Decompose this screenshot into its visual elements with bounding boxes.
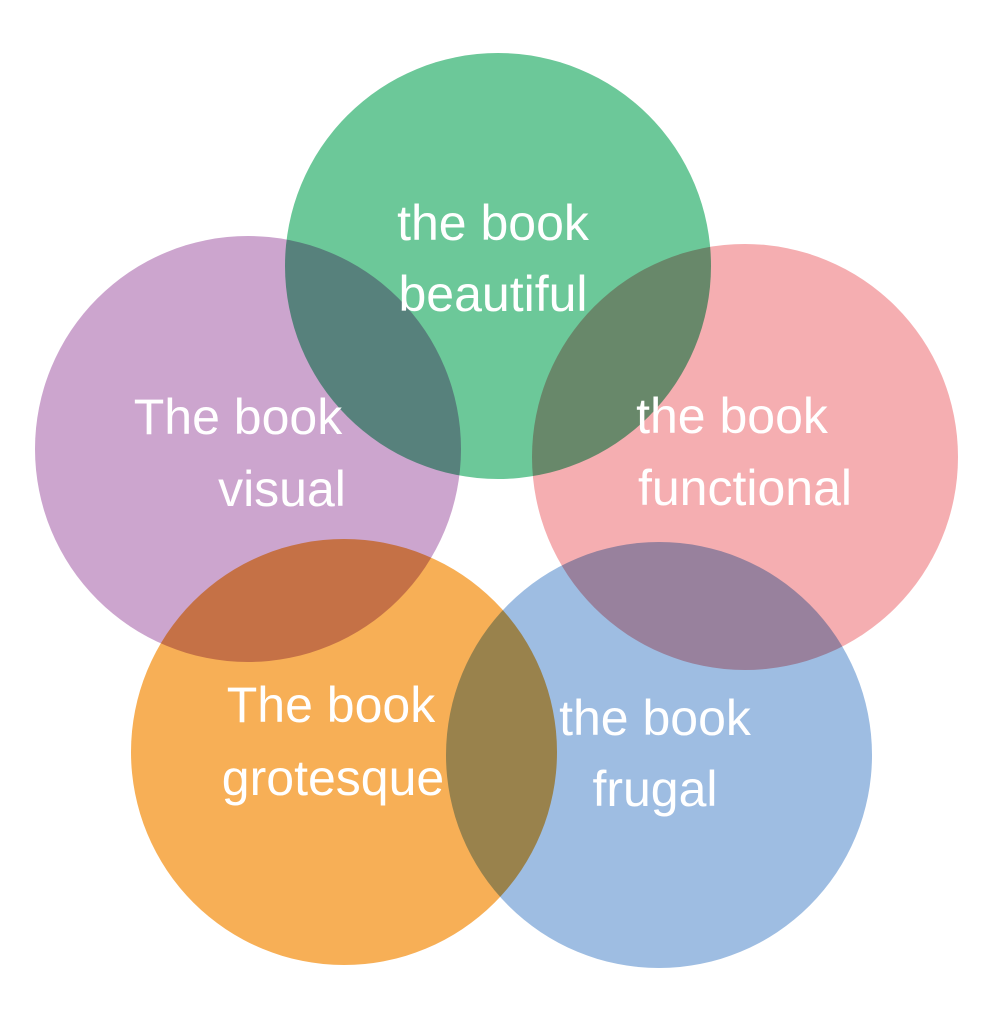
circle-visual	[35, 236, 461, 662]
label-frugal-line2: frugal	[592, 761, 717, 817]
label-frugal-line1: the book	[559, 690, 752, 746]
label-functional-line1: the book	[636, 388, 829, 444]
label-grotesque-line2: grotesque	[222, 750, 444, 806]
label-beautiful-line1: the book	[397, 195, 590, 251]
label-functional-line2: functional	[638, 460, 852, 516]
label-visual-line2: visual	[218, 461, 346, 517]
label-grotesque-line1: The book	[227, 677, 436, 733]
label-beautiful-line2: beautiful	[398, 266, 587, 322]
label-visual-line1: The book	[134, 389, 343, 445]
circle-frugal	[446, 542, 872, 968]
